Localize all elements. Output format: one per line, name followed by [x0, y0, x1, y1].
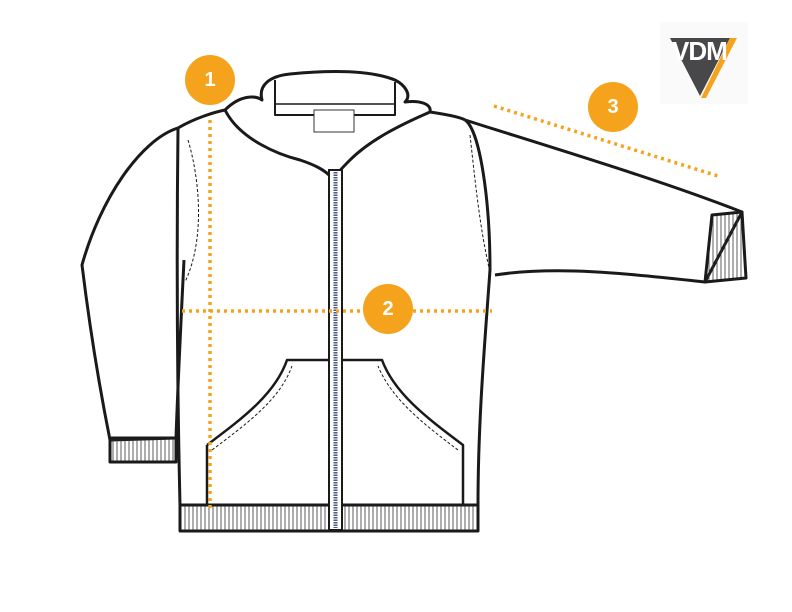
neck-label	[313, 109, 355, 133]
brand-logo: VDM	[660, 22, 748, 104]
kangaroo-pocket	[205, 358, 465, 505]
measure-marker-3: 3	[588, 82, 638, 132]
body	[175, 108, 492, 507]
measure-marker-1: 1	[185, 55, 235, 105]
logo-text: VDM	[672, 36, 728, 66]
left-sleeve	[80, 126, 186, 442]
measure-marker-2: 2	[363, 284, 413, 334]
hood	[223, 70, 466, 122]
right-sleeve	[464, 118, 744, 284]
hood-left	[223, 109, 334, 180]
right-cuff	[703, 210, 748, 284]
left-cuff	[108, 436, 178, 464]
